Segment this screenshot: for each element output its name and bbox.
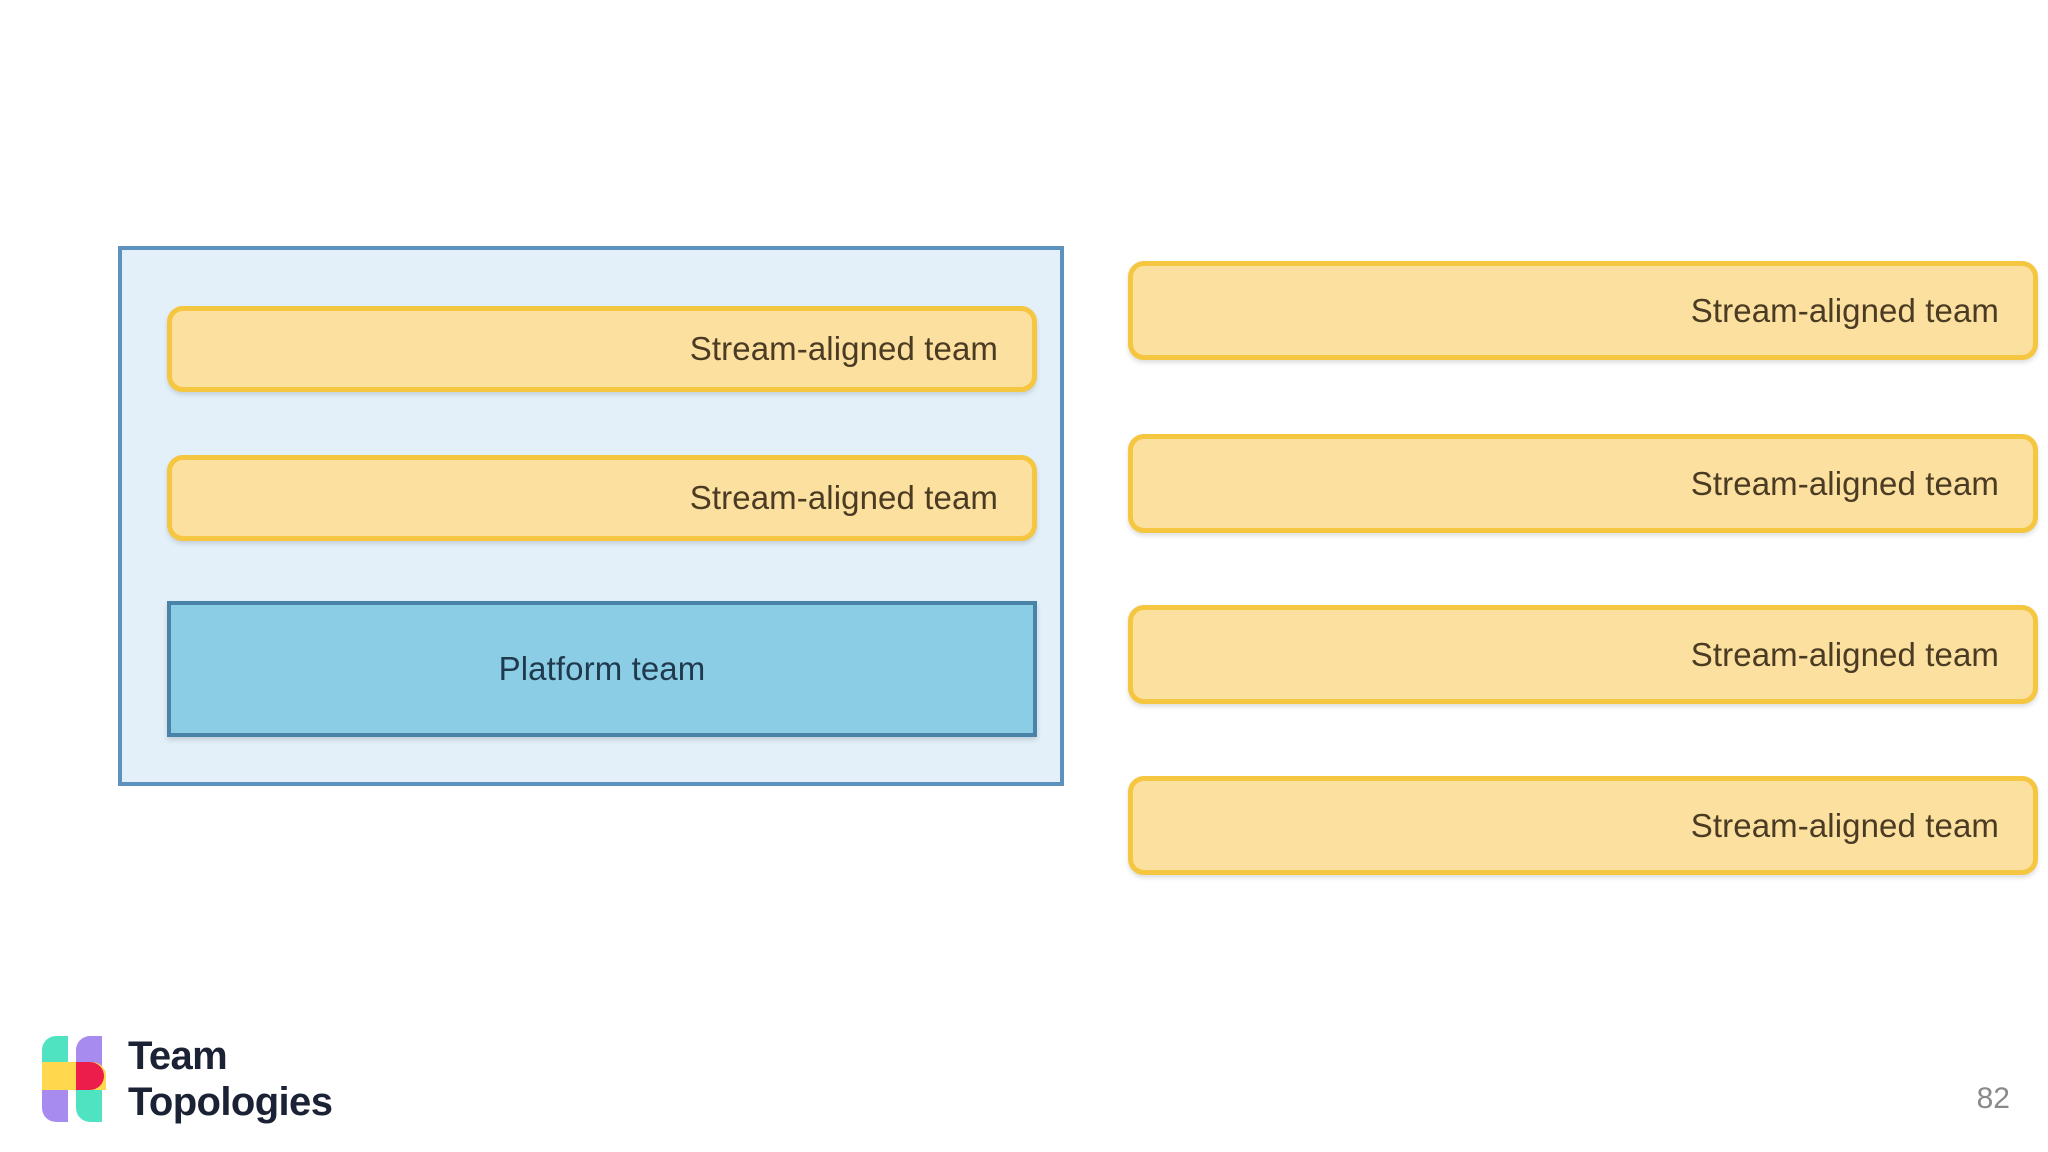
- team-box-stream-aligned[interactable]: Stream-aligned team: [167, 306, 1037, 392]
- team-box-label: Stream-aligned team: [689, 479, 998, 516]
- team-topologies-mark-icon: [40, 1034, 106, 1124]
- team-box-stream-aligned[interactable]: Stream-aligned team: [167, 455, 1037, 541]
- team-topologies-wordmark: Team Topologies: [128, 1034, 333, 1124]
- team-box-stream-aligned[interactable]: Stream-aligned team: [1128, 261, 2038, 360]
- team-box-label: Stream-aligned team: [689, 330, 998, 367]
- team-box-stream-aligned[interactable]: Stream-aligned team: [1128, 434, 2038, 533]
- team-topologies-logo: Team Topologies: [40, 1034, 333, 1124]
- team-box-label: Stream-aligned team: [1690, 806, 1999, 844]
- team-box-platform[interactable]: Platform team: [167, 601, 1037, 737]
- team-box-label: Platform team: [498, 650, 706, 687]
- team-box-label: Stream-aligned team: [1690, 464, 1999, 502]
- team-box-stream-aligned[interactable]: Stream-aligned team: [1128, 605, 2038, 704]
- logo-line-1: Team: [128, 1034, 228, 1078]
- team-box-label: Stream-aligned team: [1690, 635, 1999, 673]
- logo-line-2: Topologies: [128, 1080, 333, 1124]
- page-number: 82: [1976, 1082, 2010, 1115]
- team-box-stream-aligned[interactable]: Stream-aligned team: [1128, 776, 2038, 875]
- team-box-label: Stream-aligned team: [1690, 291, 1999, 329]
